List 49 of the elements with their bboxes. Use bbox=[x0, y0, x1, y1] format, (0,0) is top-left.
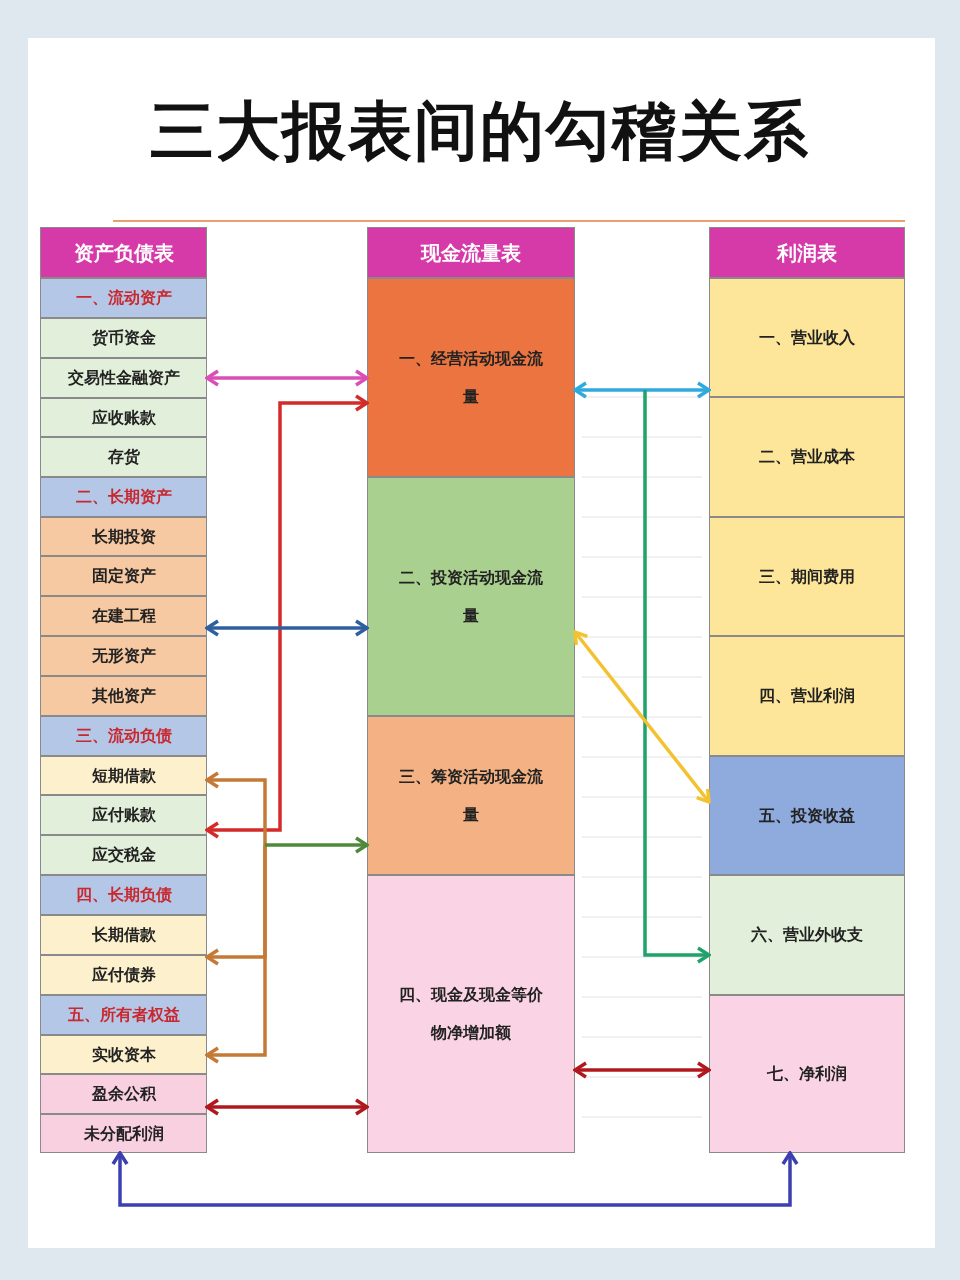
cash-flow-block: 一、经营活动现金流量 bbox=[367, 278, 575, 477]
section-header: 五、所有者权益 bbox=[40, 995, 207, 1035]
section-header: 四、长期负债 bbox=[40, 875, 207, 915]
double-arrow bbox=[205, 1098, 369, 1116]
income-item-block: 六、营业外收支 bbox=[709, 875, 905, 995]
line-item-cell: 无形资产 bbox=[40, 636, 207, 676]
double-arrow bbox=[205, 619, 369, 637]
arrow bbox=[205, 771, 267, 845]
line-item-cell: 长期投资 bbox=[40, 517, 207, 556]
line-item-cell: 货币资金 bbox=[40, 318, 207, 358]
income-item-block: 五、投资收益 bbox=[709, 756, 905, 875]
line-item-cell: 应付账款 bbox=[40, 795, 207, 835]
income-item-block: 四、营业利润 bbox=[709, 636, 905, 756]
title: 三大报表间的勾稽关系 bbox=[149, 93, 811, 170]
line-item-cell: 存货 bbox=[40, 437, 207, 477]
double-arrow bbox=[573, 381, 711, 399]
double-arrow bbox=[205, 369, 369, 387]
table-header: 现金流量表 bbox=[367, 227, 575, 278]
line-item-cell: 盈余公积 bbox=[40, 1074, 207, 1114]
line-item-cell: 长期借款 bbox=[40, 915, 207, 955]
income-item-block: 一、营业收入 bbox=[709, 278, 905, 397]
line-item-cell: 实收资本 bbox=[40, 1035, 207, 1074]
cash-flow-block: 二、投资活动现金流量 bbox=[367, 477, 575, 716]
line-item-cell: 应付债券 bbox=[40, 955, 207, 995]
line-item-cell: 未分配利润 bbox=[40, 1114, 207, 1153]
line-item-cell: 交易性金融资产 bbox=[40, 358, 207, 398]
income-item-block: 三、期间费用 bbox=[709, 517, 905, 636]
table-header: 利润表 bbox=[709, 227, 905, 278]
line-item-cell: 短期借款 bbox=[40, 756, 207, 795]
line-item-cell: 固定资产 bbox=[40, 556, 207, 596]
table-header: 资产负债表 bbox=[40, 227, 207, 278]
cash-flow-block: 四、现金及现金等价物净增加额 bbox=[367, 875, 575, 1153]
income-item-block: 二、营业成本 bbox=[709, 397, 905, 517]
double-arrow bbox=[205, 394, 369, 839]
arrow bbox=[205, 845, 267, 1064]
cash-flow-block: 三、筹资活动现金流量 bbox=[367, 716, 575, 875]
arrow bbox=[265, 836, 369, 854]
section-header: 一、流动资产 bbox=[40, 278, 207, 318]
double-arrow bbox=[111, 1151, 799, 1207]
line-item-cell: 应交税金 bbox=[40, 835, 207, 875]
income-item-block: 七、净利润 bbox=[709, 995, 905, 1153]
line-item-cell: 应收账款 bbox=[40, 398, 207, 437]
section-header: 三、流动负债 bbox=[40, 716, 207, 756]
line-item-cell: 在建工程 bbox=[40, 596, 207, 636]
section-header: 二、长期资产 bbox=[40, 477, 207, 517]
double-arrow bbox=[573, 1061, 711, 1079]
arrow bbox=[643, 390, 711, 964]
double-arrow bbox=[573, 630, 711, 804]
line-item-cell: 其他资产 bbox=[40, 676, 207, 716]
